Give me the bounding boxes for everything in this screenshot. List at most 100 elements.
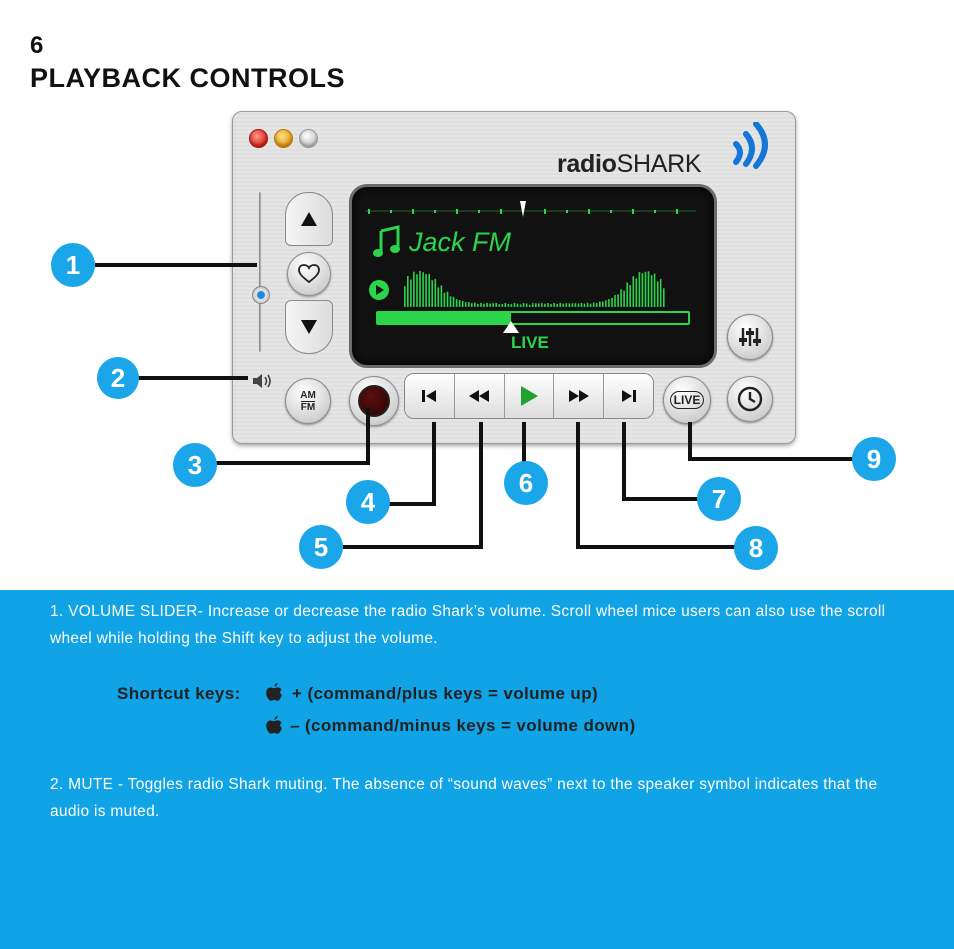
playhead-marker[interactable] xyxy=(503,321,520,333)
spectrum-bar xyxy=(556,303,558,307)
spectrum-bar xyxy=(547,303,549,307)
spectrum-bar xyxy=(498,304,500,307)
spectrum-bar xyxy=(532,303,534,307)
spectrum-bar xyxy=(571,303,574,307)
spectrum-bar xyxy=(623,290,625,307)
spectrum-bar xyxy=(425,274,427,307)
playback-buffer-bar[interactable] xyxy=(376,311,690,325)
spectrum-bar xyxy=(602,301,604,307)
spectrum-bar xyxy=(471,303,473,307)
spectrum-bar xyxy=(440,285,443,307)
spectrum-bar xyxy=(589,303,592,307)
spectrum-bar xyxy=(656,281,659,307)
close-window-button[interactable] xyxy=(249,129,268,148)
spectrum-bar xyxy=(410,279,412,307)
info-panel: 1. VOLUME SLIDER- Increase or decrease t… xyxy=(0,590,954,949)
shortcut-volume-down: – (command/minus keys = volume down) xyxy=(290,716,636,735)
spectrum-bar xyxy=(620,289,622,307)
volume-slider-description: 1. VOLUME SLIDER- Increase or decrease t… xyxy=(50,603,886,647)
heart-icon xyxy=(298,264,320,284)
volume-knob[interactable] xyxy=(252,285,270,304)
apple-command-icon xyxy=(266,716,282,734)
spectrum-bar xyxy=(592,302,595,307)
spectrum-bar xyxy=(580,303,583,307)
mute-description: 2. MUTE - Toggles radio Shark muting. Th… xyxy=(50,776,878,820)
spectrum-bar xyxy=(638,272,641,307)
spectrum-bar xyxy=(404,286,406,307)
spectrum-bar xyxy=(650,275,653,307)
spectrum-bar xyxy=(477,303,479,307)
zoom-window-button[interactable] xyxy=(299,129,318,148)
audio-spectrum xyxy=(404,270,665,307)
tuning-scale xyxy=(366,201,696,217)
skip-back-button[interactable] xyxy=(405,374,455,418)
spectrum-bar xyxy=(507,303,510,307)
schedule-button[interactable] xyxy=(727,376,773,422)
volume-track xyxy=(259,192,262,352)
spectrum-bar xyxy=(437,287,440,307)
play-status-icon xyxy=(369,280,389,300)
spectrum-bar xyxy=(458,300,461,307)
callout-5: 5 xyxy=(299,525,343,569)
favorite-button[interactable] xyxy=(287,252,331,296)
spectrum-bar xyxy=(583,303,586,307)
spectrum-bar xyxy=(489,303,491,307)
fm-label: FM xyxy=(300,400,316,413)
spectrum-bar xyxy=(413,271,415,307)
radioshark-window: radioSHARK xyxy=(232,111,796,444)
spectrum-bar xyxy=(422,272,424,307)
tune-down-button[interactable] xyxy=(285,300,333,354)
spectrum-bar xyxy=(550,303,552,307)
am-fm-button[interactable]: AM FM xyxy=(285,378,331,424)
callout-3: 3 xyxy=(173,443,217,487)
spectrum-bar xyxy=(553,303,555,307)
spectrum-bar xyxy=(599,301,601,307)
clock-icon xyxy=(737,386,763,412)
minimize-window-button[interactable] xyxy=(274,129,293,148)
music-note-icon xyxy=(373,225,400,257)
spectrum-bar xyxy=(565,303,568,307)
live-button[interactable]: LIVE xyxy=(663,376,711,424)
rewind-button[interactable] xyxy=(454,374,505,418)
spectrum-bar xyxy=(653,273,656,307)
spectrum-bar xyxy=(535,303,537,307)
shortcut-label: Shortcut keys: xyxy=(117,684,241,703)
callout-7: 7 xyxy=(697,477,741,521)
spectrum-bar xyxy=(510,304,513,307)
spectrum-bar xyxy=(635,278,638,307)
record-button[interactable] xyxy=(349,376,399,426)
skip-forward-button[interactable] xyxy=(604,374,653,418)
callout-6: 6 xyxy=(504,461,548,505)
spectrum-bar xyxy=(541,303,543,307)
spectrum-bar xyxy=(629,285,631,307)
record-icon xyxy=(358,385,390,417)
spectrum-bar xyxy=(641,273,644,307)
fast-forward-button[interactable] xyxy=(554,374,605,418)
play-button[interactable] xyxy=(504,374,555,418)
spectrum-bar xyxy=(659,278,662,307)
skip-back-icon xyxy=(422,390,437,402)
spectrum-bar xyxy=(608,299,610,307)
spectrum-bar xyxy=(617,294,619,307)
spectrum-bar xyxy=(486,303,488,307)
station-name: Jack FM xyxy=(409,227,512,257)
spectrum-bar xyxy=(501,303,504,307)
spectrum-bar xyxy=(595,302,598,307)
spectrum-bar xyxy=(605,300,607,307)
callout-leader-lines xyxy=(95,263,855,549)
speaker-icon[interactable] xyxy=(251,371,277,391)
tune-up-button[interactable] xyxy=(285,192,333,246)
spectrum-bar xyxy=(461,301,464,307)
callout-2: 2 xyxy=(97,357,139,399)
page-number: 6 xyxy=(30,32,44,59)
spectrum-bar xyxy=(495,303,497,307)
spectrum-bar xyxy=(516,303,519,307)
spectrum-bar xyxy=(474,302,476,307)
live-indicator: LIVE xyxy=(511,333,549,352)
callout-1: 1 xyxy=(51,243,95,287)
spectrum-bar xyxy=(483,303,485,307)
brand-logo: radioSHARK xyxy=(557,150,702,178)
spectrum-bar xyxy=(434,278,437,307)
spectrum-bar xyxy=(449,296,452,307)
equalizer-button[interactable] xyxy=(727,314,773,360)
